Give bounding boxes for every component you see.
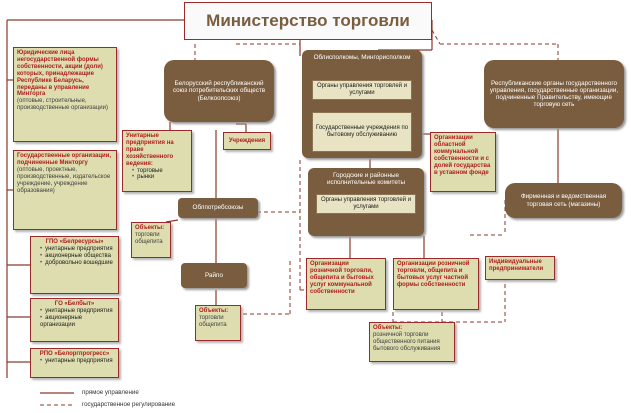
box-jur-lica: Юридические лица негосударственной формы… — [13, 47, 117, 142]
box-organy-obl: Органы управления торговлей и услугами — [312, 80, 412, 100]
box-gos-org-sub: (оптовые, проектные, производственные, и… — [17, 166, 111, 194]
list-item: рынки — [132, 174, 188, 181]
box-rpo-belorgprogress: РПО «Белоргпрогресс» унитарные предприят… — [30, 348, 119, 378]
box-gpo-list: унитарные предприятия акционерные общест… — [40, 246, 115, 267]
box-jur-lica-title: Юридические лица негосударственной формы… — [17, 50, 103, 98]
legend-state: государственное регулирование — [82, 401, 176, 408]
box-org-kommunal-title: Организации розничной торговли, общепита… — [310, 261, 374, 295]
box-org-chastnoi: Организации розничной торговли, общепита… — [393, 258, 479, 310]
box-obekty-2-title: Объекты: — [199, 308, 229, 314]
box-org-oblastnoi-title: Организации областной коммунальной собст… — [434, 135, 491, 176]
list-item: унитарные предприятия — [40, 246, 115, 253]
list-item: унитарные предприятия — [40, 308, 115, 315]
box-obekty-1-title: Объекты: — [135, 225, 165, 231]
box-gpo-belresursy: ГПО «Белресурсы» унитарные предприятия а… — [30, 236, 119, 294]
box-raipo: Райпо — [181, 263, 247, 288]
box-belkoopsoyuz: Белорусский республиканский союз потреби… — [164, 60, 274, 122]
box-obekty-3: Объекты: розничной торговли общественног… — [369, 322, 455, 362]
box-unitarnye-title: Унитарные предприятия на праве хозяйстве… — [126, 133, 174, 167]
box-uchrezhdeniya-title: Учреждения — [228, 137, 266, 144]
box-org-chastnoi-title: Организации розничной торговли, общепита… — [397, 261, 470, 288]
box-obekty-3-sub: розничной торговли общественного питания… — [373, 331, 441, 352]
box-go-title: ГО «Белбыт» — [54, 301, 95, 307]
box-ip-title: Индивидуальные предприниматели — [489, 259, 544, 272]
box-obekty-1-sub: торговли общепита — [135, 231, 163, 245]
box-oblispolkomy-title: Облисполкомы, Мингорисполком — [313, 54, 411, 61]
box-republican-organy: Республиканские органы государственного … — [484, 60, 624, 128]
box-go-list: унитарные предприятия акционерные органи… — [40, 308, 115, 329]
box-oblpotrebsoyuzy: Облпотребсоюзы — [178, 198, 258, 218]
box-uchrezhdeniya: Учреждения — [223, 132, 271, 150]
box-jur-lica-sub: (оптовые, строительные, производственные… — [17, 98, 108, 112]
box-firmennaya-set: Фирменная и ведомственная торговая сеть … — [505, 183, 622, 218]
box-organy-gor: Органы управления торговлей и услугами — [316, 194, 416, 214]
box-obekty-1: Объекты: торговли общепита — [131, 222, 171, 258]
box-rpo-list: унитарные предприятия — [40, 358, 115, 365]
list-item: акционерные организации — [40, 315, 115, 329]
box-obekty-2: Объекты: торговли общепита — [195, 305, 241, 341]
box-gos-org-title: Государственные организации, подчиненные… — [17, 153, 112, 166]
box-unitarnye-list: торговые рынки — [132, 168, 188, 182]
list-item: добровольно вошедшие — [40, 260, 115, 267]
box-rpo-title: РПО «Белоргпрогресс» — [39, 351, 110, 357]
page-title: Министерство торговли — [184, 2, 432, 40]
legend-direct: прямое управление — [82, 389, 139, 396]
box-gos-org: Государственные организации, подчиненные… — [13, 150, 117, 230]
box-go-belbyt: ГО «Белбыт» унитарные предприятия акцион… — [30, 298, 119, 342]
box-obekty-2-sub: торговли общепита — [199, 314, 227, 328]
box-ip: Индивидуальные предприниматели — [485, 256, 555, 280]
list-item: унитарные предприятия — [40, 358, 115, 365]
box-obekty-3-title: Объекты: — [373, 325, 403, 331]
box-gorraion-title: Городские и районные исполнительные коми… — [326, 172, 406, 187]
list-item: акционерные общества — [40, 253, 115, 260]
box-uchrezhd-byt: Государственные учреждения по бытовому о… — [312, 112, 412, 152]
box-org-kommunal: Организации розничной торговли, общепита… — [306, 258, 386, 310]
list-item: торговые — [132, 168, 188, 175]
box-gpo-title: ГПО «Белресурсы» — [45, 239, 104, 245]
box-unitarnye: Унитарные предприятия на праве хозяйстве… — [122, 130, 192, 192]
box-org-oblastnoi: Организации областной коммунальной собст… — [430, 132, 496, 192]
